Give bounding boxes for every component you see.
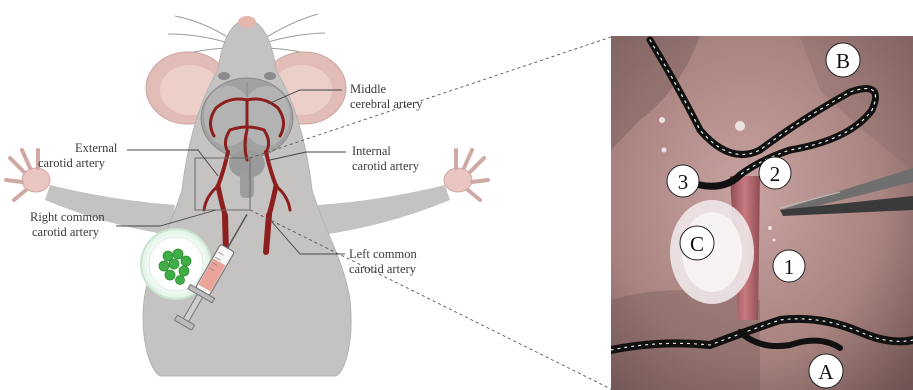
mouse-nose — [238, 16, 256, 28]
marker-3-label: 3 — [678, 170, 689, 194]
label-middle-cerebral-line1: Middle — [350, 82, 387, 96]
marker-c-label: C — [690, 232, 704, 256]
mouse-illustration — [6, 14, 488, 376]
label-right-common-line2: carotid artery — [32, 225, 100, 239]
marker-b: B — [826, 43, 860, 77]
label-right-common-line1: Right common — [30, 210, 105, 224]
marker-a-label: A — [818, 360, 834, 384]
right-arm — [318, 185, 450, 235]
label-left-common-line1: Left common — [349, 247, 417, 261]
marker-a: A — [809, 354, 843, 388]
marker-1-label: 1 — [784, 255, 795, 279]
surgical-photo: B 3 2 C 1 A — [611, 36, 913, 390]
label-external-carotid-line2: carotid artery — [38, 156, 106, 170]
marker-2: 2 — [759, 157, 791, 189]
marker-c: C — [680, 226, 714, 260]
marker-3: 3 — [667, 165, 699, 197]
label-left-common-line2: carotid artery — [349, 262, 417, 276]
label-internal-carotid-line1: Internal — [352, 144, 391, 158]
marker-b-label: B — [836, 49, 850, 73]
label-middle-cerebral-line2: cerebral artery — [350, 97, 423, 111]
right-eye — [264, 72, 276, 80]
marker-2-label: 2 — [770, 162, 781, 186]
marker-1: 1 — [773, 250, 805, 282]
right-paw — [444, 150, 488, 200]
label-external-carotid-line1: External — [75, 141, 118, 155]
label-internal-carotid-line2: carotid artery — [352, 159, 420, 173]
left-eye — [218, 72, 230, 80]
